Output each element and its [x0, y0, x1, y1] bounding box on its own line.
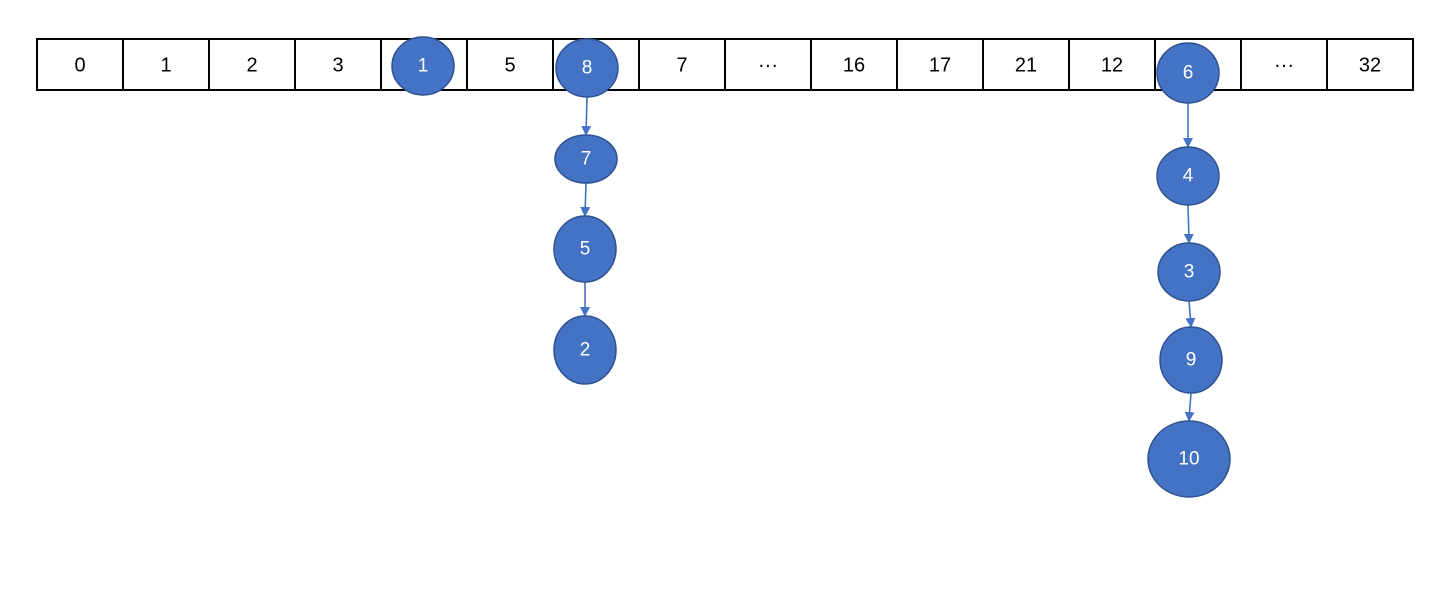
chain-nodes: 1 8 7 5 2 6 4 3 9 10	[391, 36, 1231, 498]
chain-links	[580, 96, 1196, 422]
node-circle	[1156, 146, 1220, 206]
array-cell: ···	[1240, 38, 1328, 91]
array-cell-label: ···	[1274, 55, 1294, 77]
array-cell: 17	[896, 38, 984, 91]
chain-arrow	[1183, 204, 1194, 244]
array-cell-box	[466, 38, 554, 91]
node-label: 4	[1183, 166, 1194, 187]
array-cell: 2	[208, 38, 296, 91]
array-cell-box	[1326, 38, 1414, 91]
array-cell-label: 17	[929, 55, 951, 77]
array-cell: 1	[122, 38, 210, 91]
node-label: 8	[582, 58, 593, 79]
node-label: 7	[581, 149, 592, 170]
array-cell-label: 12	[1101, 55, 1123, 77]
array-cell-label: 7	[676, 55, 687, 77]
chain-arrow	[1184, 392, 1195, 422]
array-cell: ···	[724, 38, 812, 91]
array-cell: 16	[810, 38, 898, 91]
chain-arrow	[581, 96, 592, 136]
node-label: 3	[1184, 262, 1195, 283]
list-node: 6	[1156, 42, 1220, 104]
list-node: 5	[553, 215, 617, 283]
node-label: 6	[1183, 63, 1194, 84]
array-cell-box	[724, 38, 812, 91]
array-cell-label: ···	[758, 55, 778, 77]
node-circle	[554, 134, 618, 184]
array-cell-box	[122, 38, 210, 91]
node-circle	[1157, 242, 1221, 302]
node-circle	[391, 36, 455, 96]
list-node: 4	[1156, 146, 1220, 206]
node-circle	[553, 215, 617, 283]
node-label: 2	[580, 340, 591, 361]
array-cell: 5	[466, 38, 554, 91]
array-cell: 7	[638, 38, 726, 91]
array-cell: 21	[982, 38, 1070, 91]
list-node: 8	[555, 38, 619, 98]
array-cell-box	[638, 38, 726, 91]
array-cell-label: 16	[843, 55, 865, 77]
node-label: 1	[418, 56, 429, 77]
array-cell: 12	[1068, 38, 1156, 91]
list-node: 10	[1147, 420, 1231, 498]
node-label: 10	[1178, 449, 1199, 470]
array-cell-label: 21	[1015, 55, 1037, 77]
node-circle	[553, 315, 617, 385]
array-cell-label: 2	[246, 55, 257, 77]
list-node: 3	[1157, 242, 1221, 302]
node-circle	[555, 38, 619, 98]
array-cell-label: 3	[332, 55, 343, 77]
array-cell: 32	[1326, 38, 1414, 91]
array-cell-label: 32	[1359, 55, 1381, 77]
array-cell-box	[36, 38, 124, 91]
array-cell-box	[810, 38, 898, 91]
array-cell-label: 5	[504, 55, 515, 77]
array-cell: 3	[294, 38, 382, 91]
array-cell: 0	[36, 38, 124, 91]
node-circle	[1147, 420, 1231, 498]
node-label: 9	[1186, 350, 1197, 371]
list-node: 7	[554, 134, 618, 184]
list-node: 2	[553, 315, 617, 385]
chain-arrow	[1185, 300, 1196, 328]
list-node: 1	[391, 36, 455, 96]
node-label: 5	[580, 239, 591, 260]
node-circle	[1156, 42, 1220, 104]
chain-arrow	[580, 182, 591, 217]
list-node: 9	[1159, 326, 1223, 394]
node-circle	[1159, 326, 1223, 394]
array-cell-label: 1	[160, 55, 171, 77]
array-cell-label: 0	[74, 55, 85, 77]
